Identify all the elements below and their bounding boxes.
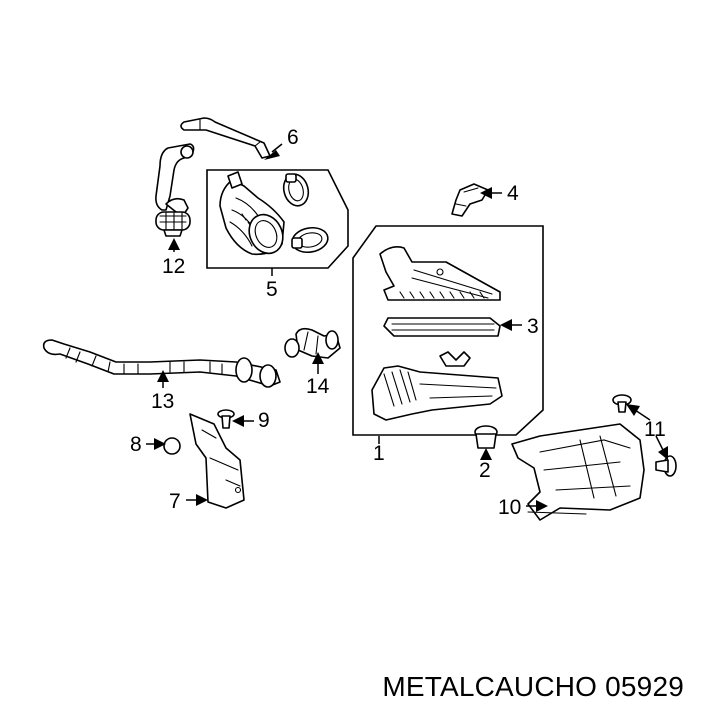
part-12-pcv-hose [155,143,195,237]
callout-9: 9 [258,409,270,432]
part-10-deflector [511,423,645,521]
callout-12: 12 [162,255,185,278]
part-7-bracket [189,413,245,509]
callout-2: 2 [479,459,491,482]
part-11-push-pin-lower [655,455,677,477]
part-14-elbow-hose [284,327,341,359]
part-9-push-pin [217,409,235,429]
part-5-upper-clamp [282,173,310,207]
callout-14: 14 [306,375,330,398]
part-5-group-frame [206,169,349,269]
callout-10: 10 [498,496,521,519]
part-13-resonator-hose [42,339,281,388]
callout-5: 5 [266,278,278,301]
part-11-push-pin-upper [612,394,632,413]
part-5-lower-clamp [291,226,329,254]
callout-8: 8 [130,433,142,456]
part-1-housing-cover [379,246,501,301]
callout-6: 6 [287,126,299,149]
callout-4: 4 [507,182,519,205]
callout-7: 7 [169,490,181,513]
callout-11: 11 [644,418,666,441]
part-5-intake-duct [219,171,285,256]
part-6-breather-pipe [180,117,271,159]
callout-1: 1 [373,442,385,465]
callout-13: 13 [151,390,174,413]
callout-3: 3 [527,315,539,338]
part-8-push-pin [163,437,181,455]
part-3-air-filter [383,317,501,337]
part-1-housing-lower [371,351,503,421]
part-2-grommet [474,425,498,449]
part-4-maf-sensor [451,183,489,217]
part-number-caption: METALCAUCHO 05929 [382,671,684,702]
part-1-group-frame [352,225,544,436]
